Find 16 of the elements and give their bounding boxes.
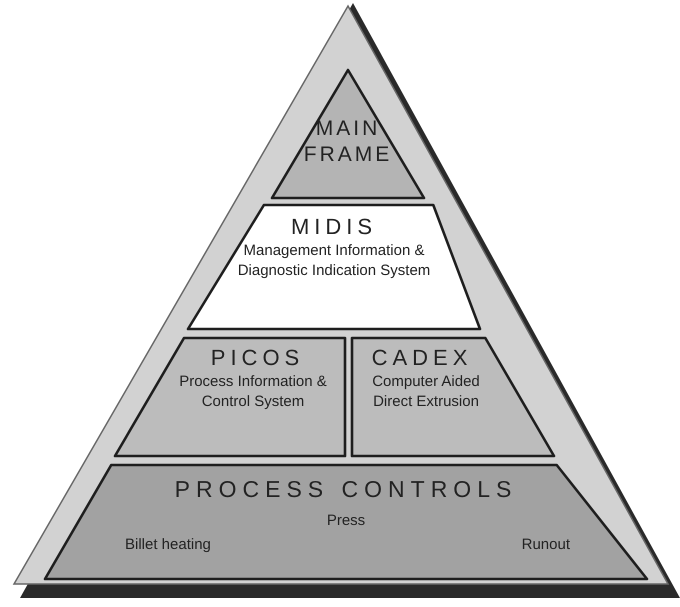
tier-title: CADEX [370,344,474,372]
pyramid-tier [188,205,480,329]
tier-title: MAIN FRAME [302,116,394,168]
tier-title: PROCESS CONTROLS [174,475,518,504]
tier-description: Computer Aided Direct Extrusion [371,372,481,412]
pyramid-tier [352,338,554,456]
tier-description: Runout [520,535,570,555]
tier-description: Press [326,511,366,531]
tier-title: MIDIS [290,213,378,240]
pyramid-tier [272,70,424,198]
tier-description: Process Information & Control System [178,372,328,412]
pyramid-tier [45,465,647,579]
tier-description: Billet heating [125,535,212,555]
pyramid-tier [115,338,345,456]
tier-description: Management Information & Diagnostic Indication System [236,241,432,282]
tier-title: PICOS [210,344,306,372]
